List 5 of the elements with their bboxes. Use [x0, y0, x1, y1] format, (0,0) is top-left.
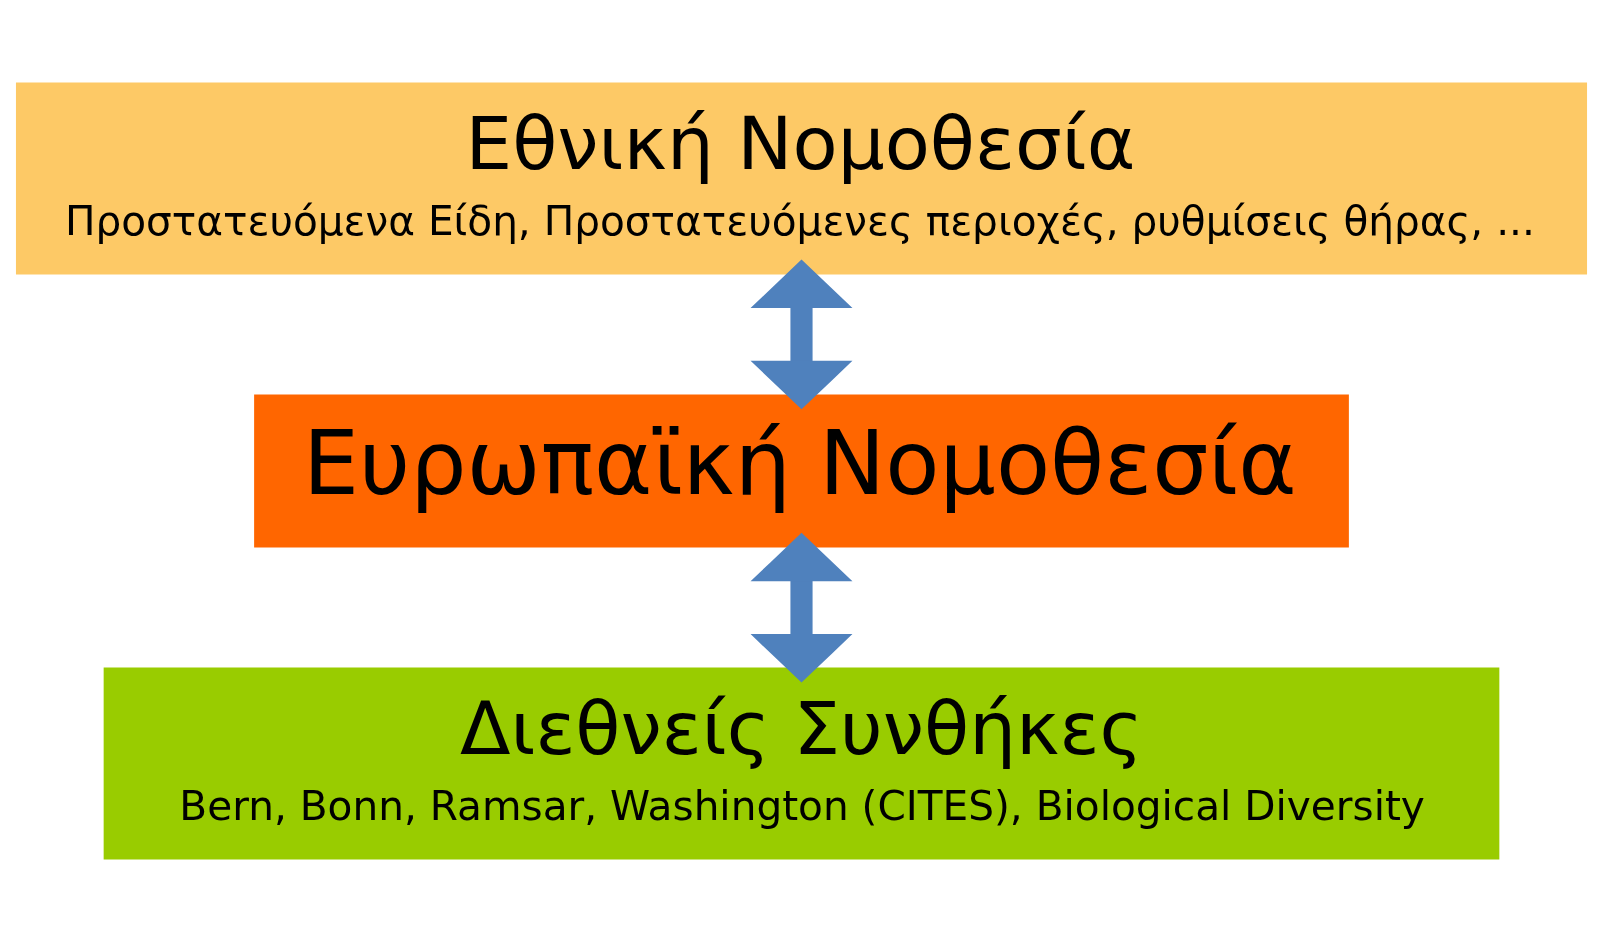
node-box: Διεθνείς Συνθήκες Bern, Bonn, Ramsar, Washington (CITES), Biological Diversity: [103, 667, 1500, 860]
arrow: [750, 532, 853, 683]
arrow: [750, 259, 853, 410]
node-box: Εθνική Νομοθεσία Προστατευόμενα Είδη, Προστατευόμενες περιοχές, ρυθμίσεις θήρας, ...: [15, 82, 1588, 275]
node-box: Ευρωπαϊκή Νομοθεσία: [254, 394, 1349, 548]
